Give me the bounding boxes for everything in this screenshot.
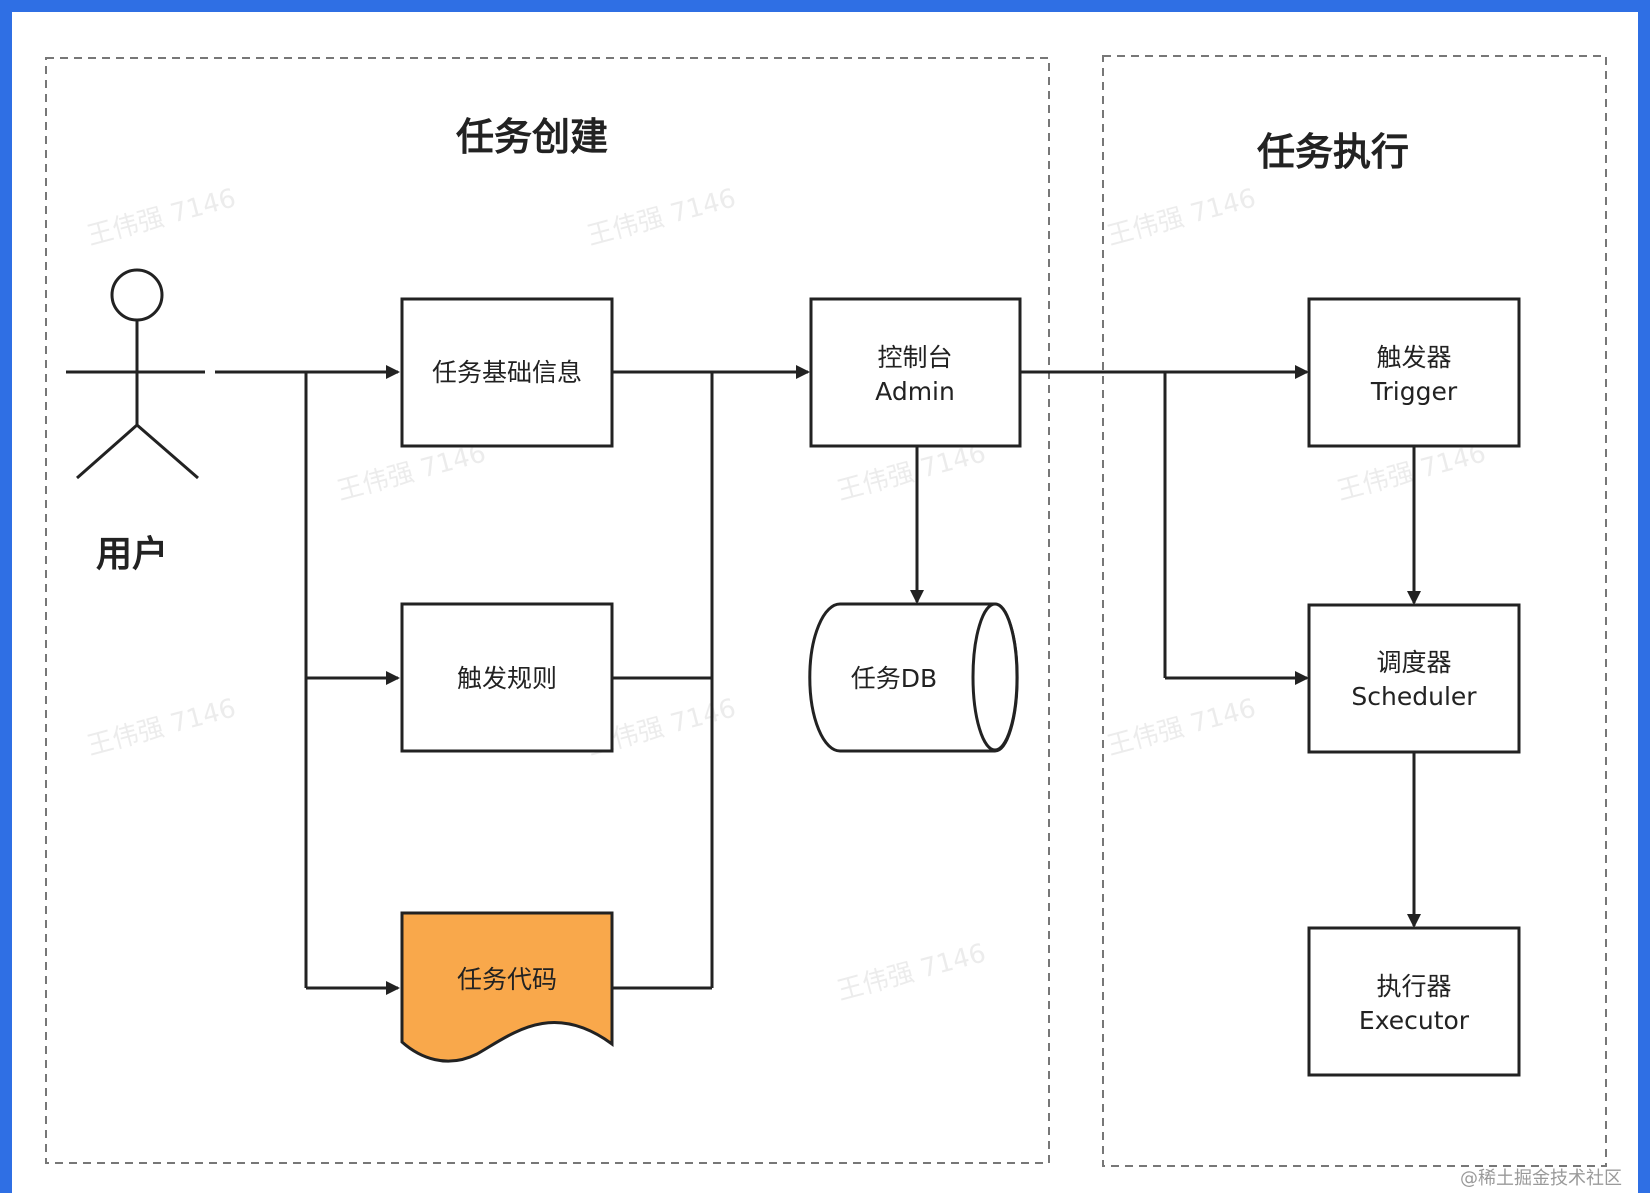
node-task-code: 任务代码: [400, 911, 614, 1063]
node-box: [1307, 926, 1521, 1077]
node-label-line1: 触发器: [1376, 343, 1451, 372]
group-task-creation: [45, 57, 1050, 1164]
watermark: 王伟强 7146: [1334, 438, 1489, 506]
actor-leg-left: [76, 423, 138, 480]
watermark-layer: 王伟强 7146 王伟强 7146 王伟强 7146 王伟强 7146 王伟强 …: [84, 183, 1489, 1006]
node-admin: 控制台 Admin: [809, 297, 1022, 448]
actor-label: 用户: [96, 534, 168, 575]
node-box: [1307, 297, 1521, 448]
node-label: 任务代码: [457, 965, 557, 994]
node-label: 任务DB: [851, 664, 937, 693]
group-title-execution: 任务执行: [1257, 130, 1409, 174]
node-label-line1: 控制台: [877, 343, 952, 372]
node-box: [809, 297, 1022, 448]
node-executor: 执行器 Executor: [1307, 926, 1521, 1077]
node-scheduler: 调度器 Scheduler: [1307, 603, 1521, 754]
node-box: [1307, 603, 1521, 754]
node-task-db: 任务DB: [808, 602, 1019, 753]
cylinder-end: [971, 602, 1019, 752]
group-task-execution: [1102, 55, 1607, 1167]
node-box: [400, 297, 614, 448]
node-basic-info: 任务基础信息: [400, 297, 614, 448]
watermark: 王伟强 7146: [834, 938, 989, 1006]
source-credit: @稀土掘金技术社区: [1460, 1168, 1622, 1189]
watermark: 王伟强 7146: [84, 693, 239, 761]
watermark: 王伟强 7146: [1104, 183, 1259, 251]
watermark: 王伟强 7146: [1104, 693, 1259, 761]
node-label-line2: Admin: [875, 377, 955, 406]
node-trigger: 触发器 Trigger: [1307, 297, 1521, 448]
node-label-line2: Scheduler: [1351, 682, 1477, 711]
node-trigger-rule: 触发规则: [400, 602, 614, 753]
watermark: 王伟强 7146: [84, 183, 239, 251]
user-actor: [66, 268, 205, 480]
node-label: 触发规则: [457, 664, 557, 693]
node-label: 任务基础信息: [432, 358, 582, 387]
actor-leg-right: [136, 423, 199, 480]
actor-head-icon: [110, 268, 164, 322]
node-box: [400, 602, 614, 753]
watermark: 王伟强 7146: [834, 438, 989, 506]
node-label-line1: 执行器: [1376, 972, 1451, 1001]
node-label-line1: 调度器: [1376, 648, 1451, 677]
document-shape: [400, 911, 614, 1063]
watermark: 王伟强 7146: [334, 438, 489, 506]
edges: [215, 365, 1421, 995]
watermark: 王伟强 7146: [584, 183, 739, 251]
group-title-creation: 任务创建: [456, 115, 608, 159]
node-label-line2: Executor: [1359, 1006, 1470, 1035]
node-label-line2: Trigger: [1370, 377, 1458, 406]
